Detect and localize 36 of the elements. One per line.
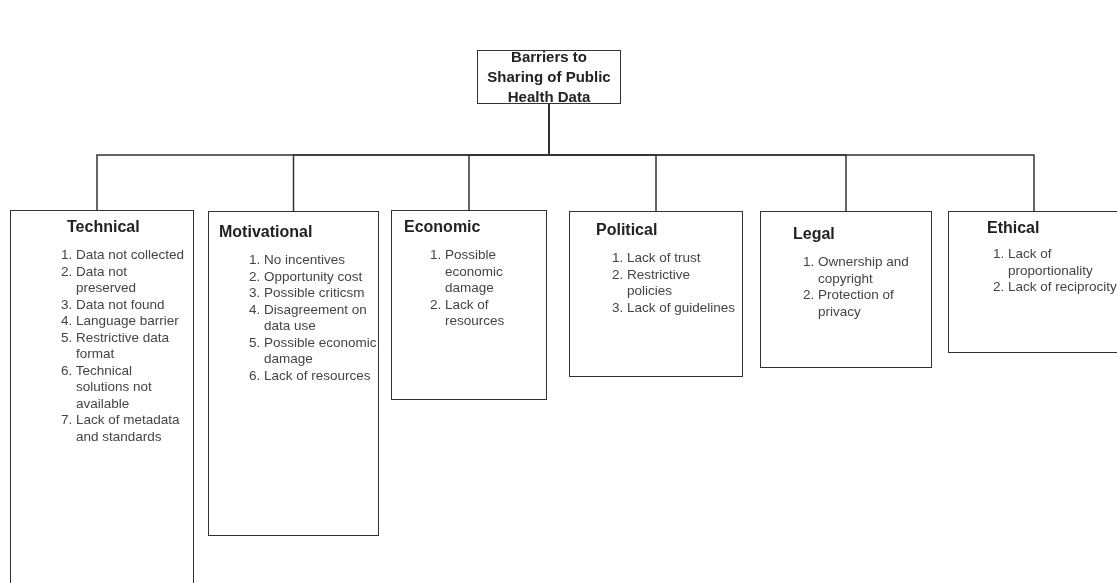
list-item: 2. Protection of privacy <box>803 287 895 320</box>
list-item: 3. Data not found <box>61 296 166 313</box>
list-item: 1. No incentives <box>249 252 347 269</box>
list-item: 1. Lack of proportionality <box>993 246 1094 279</box>
list-item: 7. Lack of metadata and standards <box>61 412 181 445</box>
category-heading: Ethical <box>987 218 1040 238</box>
list-item: 2. Restrictive policies <box>612 266 692 300</box>
root-box <box>477 50 621 104</box>
list-item: 1. Ownership and copyright <box>803 254 910 287</box>
list-item: 3. Possible criticsm <box>249 285 366 302</box>
category-heading: Technical <box>67 217 140 237</box>
category-heading: Legal <box>793 224 835 244</box>
category-heading: Political <box>596 220 658 240</box>
category-heading: Motivational <box>219 222 313 242</box>
list-item: 5. Possible economic damage <box>249 334 377 368</box>
list-item: 1. Possible economic damage <box>430 247 504 297</box>
list-item: 1. Data not collected <box>61 247 186 264</box>
category-box <box>948 211 1117 353</box>
list-item: 1. Lack of trust <box>612 250 702 267</box>
list-item: 6. Lack of resources <box>249 367 372 384</box>
category-box <box>208 211 379 536</box>
list-item: 4. Disagreement on data use <box>249 301 368 335</box>
list-item: 2. Lack of resources <box>430 296 506 330</box>
category-box <box>569 211 743 377</box>
category-box <box>10 210 194 583</box>
list-item: 2. Opportunity cost <box>249 268 364 285</box>
list-item: 4. Language barrier <box>61 313 180 330</box>
list-item: 6. Technical solutions not available <box>61 362 153 412</box>
category-box <box>760 211 932 368</box>
list-item: 2. Data not preserved <box>61 263 138 297</box>
list-item: 2. Lack of reciprocity <box>993 279 1117 296</box>
list-item: 5. Restrictive data format <box>61 329 171 363</box>
list-item: 3. Lack of guidelines <box>612 299 737 316</box>
category-box <box>391 210 547 400</box>
title-text: Barriers to Sharing of Public Health Data <box>486 47 612 107</box>
category-heading: Economic <box>404 217 481 237</box>
